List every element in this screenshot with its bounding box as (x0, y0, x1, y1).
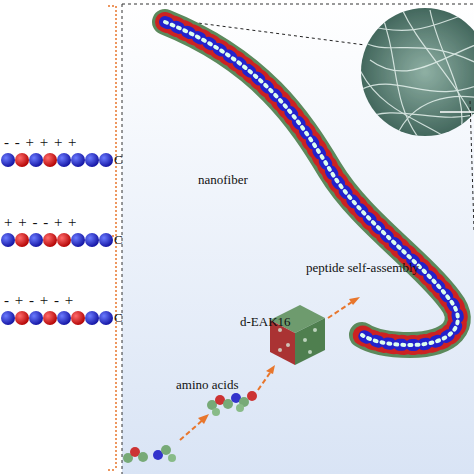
stage-label: amino acids (176, 377, 238, 393)
sem-inset (360, 5, 474, 140)
arrow-heads (198, 297, 360, 424)
progression-arrows (180, 300, 355, 440)
stage-label: peptide self-assembly (306, 260, 419, 276)
charge-signs: - - + + + + (4, 134, 78, 151)
stage-label: nanofiber (198, 172, 248, 188)
panel-border (122, 4, 474, 5)
bead-rows (1, 153, 113, 325)
nanofiber-ribbon (165, 22, 458, 345)
stage-label: d-EAK16 (240, 314, 291, 330)
terminus-label: C (114, 152, 123, 168)
peptide-molecule (207, 391, 257, 416)
terminus-label: C (114, 310, 123, 326)
charge-signs: - + - + - + (4, 292, 74, 309)
terminus-label: C (114, 232, 123, 248)
charge-signs: + + - - + + (4, 214, 78, 231)
amino-acid-molecules (123, 445, 176, 463)
